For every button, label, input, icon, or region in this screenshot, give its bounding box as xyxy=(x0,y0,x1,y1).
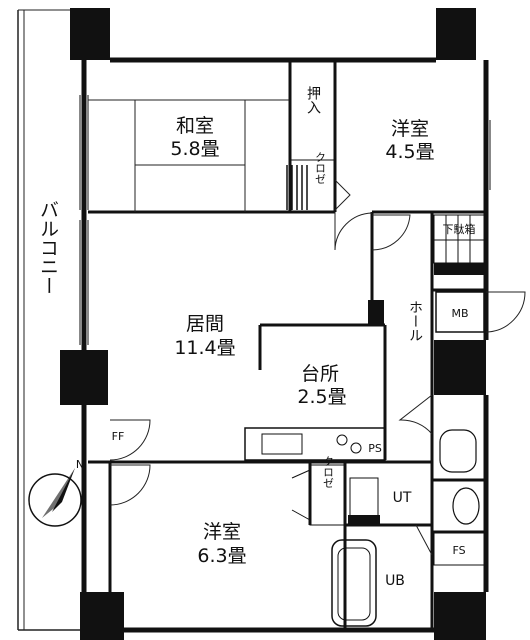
yoshitsu-b-size: 6.3畳 xyxy=(197,545,246,567)
yoshitsu-a-name: 洋室 xyxy=(391,118,429,140)
bathtub-inner xyxy=(337,547,371,621)
balcony-label: バルコニー xyxy=(37,200,59,295)
ut-label: UT xyxy=(393,490,412,506)
column-bottom-right xyxy=(434,592,486,640)
ff-label: FF xyxy=(112,430,125,443)
tatami-lines xyxy=(88,99,290,212)
column-top-left xyxy=(70,8,110,60)
yoshitsu-b-name: 洋室 xyxy=(203,521,241,543)
shoe-cabinet-hatch xyxy=(434,215,484,263)
closet-bottom-doors xyxy=(291,469,311,521)
washing-machine xyxy=(349,477,379,519)
washitsu-name: 和室 xyxy=(176,115,214,137)
washing-machine-pan xyxy=(348,515,380,525)
entrance-step xyxy=(434,263,484,275)
washitsu-size: 5.8畳 xyxy=(170,138,219,160)
daidokoro-size: 2.5畳 xyxy=(297,386,346,408)
bathtub xyxy=(331,539,377,627)
ps-label: PS xyxy=(368,442,382,455)
hall-label: ホール xyxy=(407,300,423,342)
mb-label: MB xyxy=(451,307,468,320)
column-bottom-left xyxy=(80,592,124,640)
toilet-bottom xyxy=(452,487,480,525)
ima-name: 居間 xyxy=(186,313,224,335)
windows xyxy=(79,95,491,345)
oshiire-box xyxy=(289,59,336,161)
column-top-right xyxy=(436,8,476,60)
kitchen-counter xyxy=(244,427,386,461)
ima-size: 11.4畳 xyxy=(174,337,235,359)
shoe-label: 下駄箱 xyxy=(443,222,476,236)
door-swings xyxy=(109,179,526,556)
ub-label: UB xyxy=(385,573,405,589)
compass-label: N xyxy=(76,458,84,471)
compass-icon xyxy=(28,468,82,527)
kitchen-sink xyxy=(261,433,303,455)
ps-shaft-top xyxy=(368,300,384,325)
closet-top-label: クロゼ xyxy=(314,151,327,184)
daidokoro-name: 台所 xyxy=(301,363,339,385)
stove-burner-2 xyxy=(350,442,362,454)
toilet-top xyxy=(439,429,477,473)
closet-bottom-box xyxy=(309,464,346,526)
stove-burner-1 xyxy=(336,434,348,446)
outer-walls xyxy=(81,57,489,633)
oshiire-label: 押入 xyxy=(305,86,321,114)
closet-bottom-label: クロゼ xyxy=(322,455,335,488)
mb-box xyxy=(435,291,485,333)
column-mid-left xyxy=(60,350,108,405)
closet-top-hatch xyxy=(286,165,308,210)
fs-box xyxy=(433,532,485,566)
yoshitsu-a-size: 4.5畳 xyxy=(385,141,434,163)
column-mid-right xyxy=(434,340,486,395)
fs-label: FS xyxy=(452,544,465,557)
